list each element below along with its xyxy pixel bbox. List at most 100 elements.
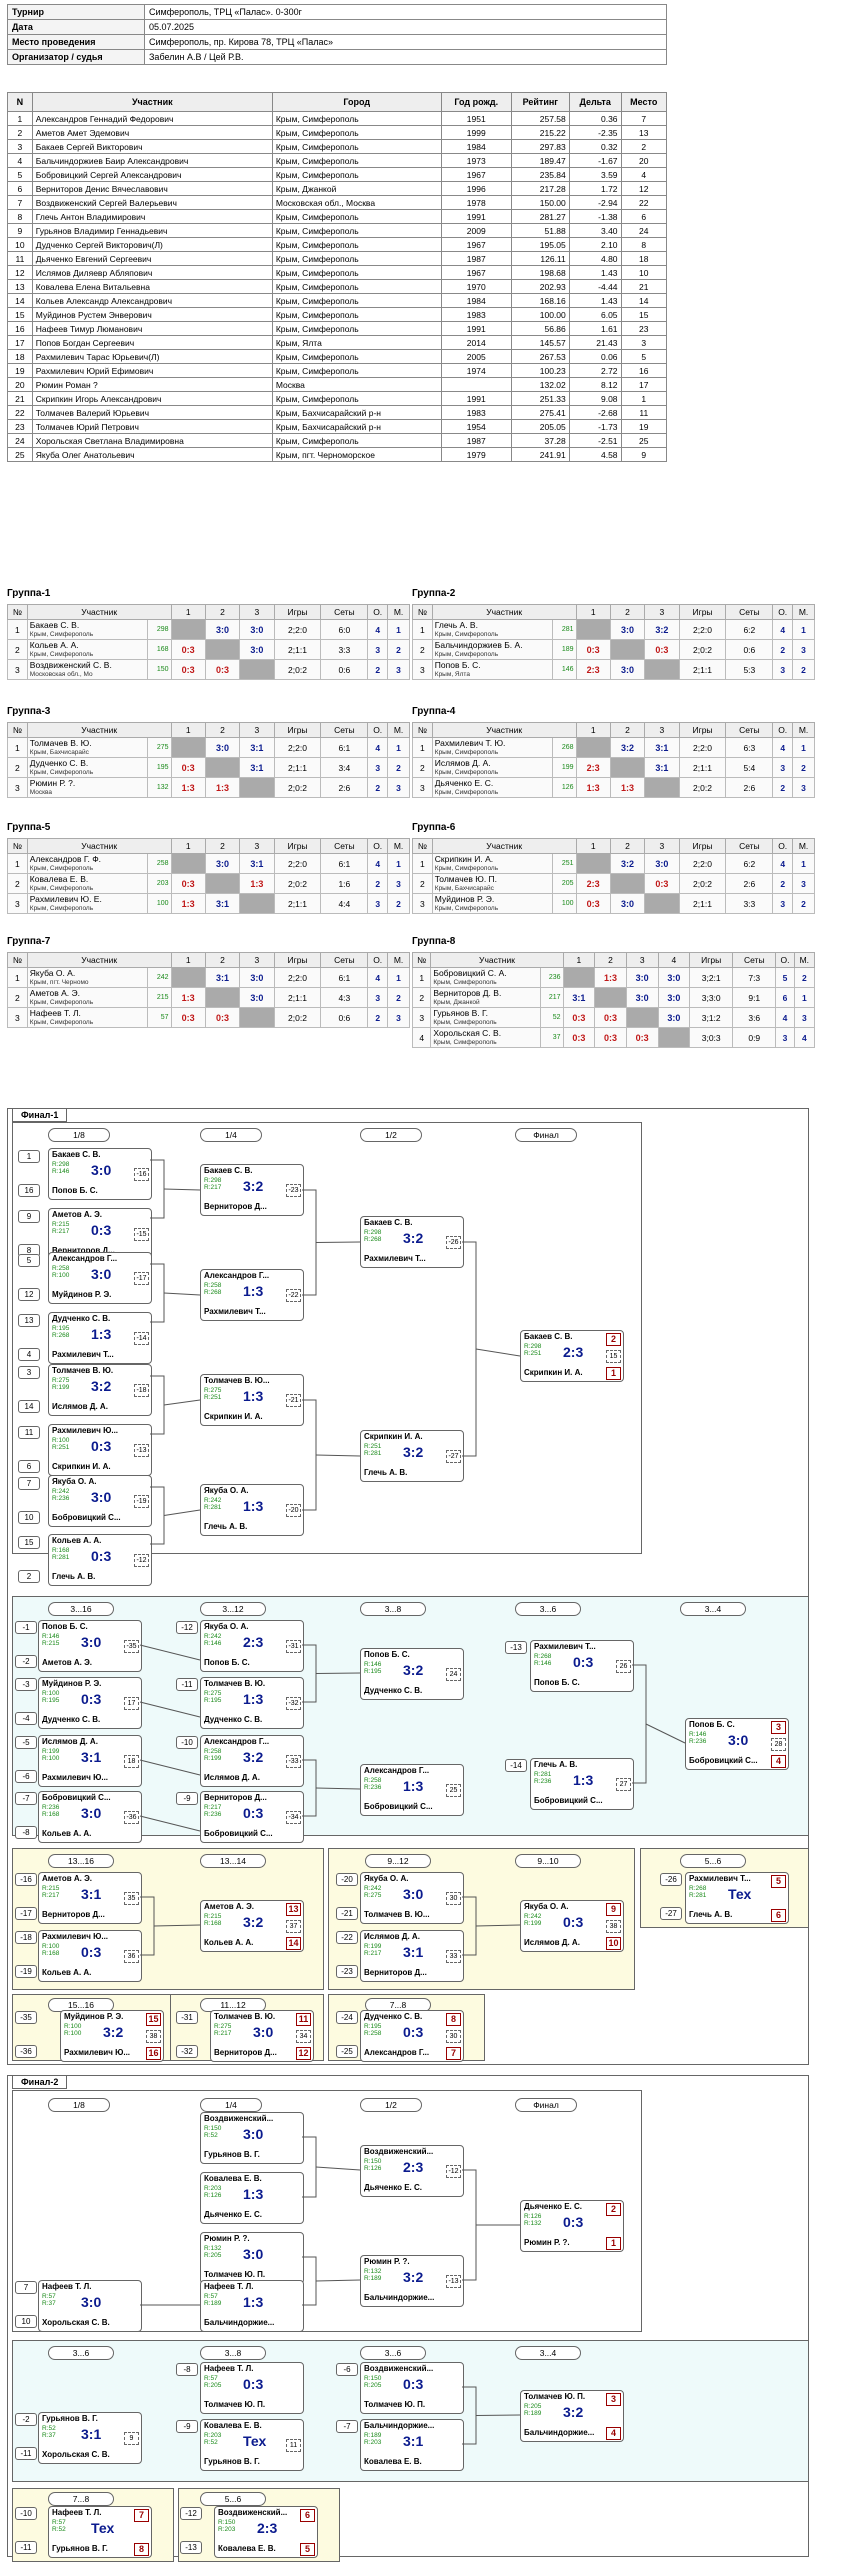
group-games: 2;1:1 [678,893,727,914]
place-1: 9 [606,1903,621,1916]
place-2: 4 [606,2427,621,2440]
match-player-2: Попов Б. С. [52,1186,98,1195]
group-player-rating: 251 [551,853,577,874]
match-score: 3:0 [91,1266,112,1282]
group-player-city: Крым, Симферополь [433,978,497,986]
group-player-rating: 242 [146,967,172,988]
match-score: 3:1 [81,2426,102,2442]
match-player-1: Нафеев Т. Л. [52,2508,102,2517]
seed-number: -11 [176,1678,198,1691]
group-result [204,639,241,660]
connector-line [462,1242,477,1457]
info-value: Забелин А.В / Цей Р.В. [144,49,667,65]
group-result: 0:3 [204,659,241,680]
group-sets: 0:6 [725,639,774,660]
group-result: 0:3 [562,1007,596,1028]
group-games: 2;0:2 [273,1007,322,1028]
group-points: 3 [367,639,389,660]
group-row-number: 2 [7,987,28,1008]
group-player-city: Крым, Симферополь [29,630,94,638]
match-score: 1:3 [243,2294,264,2310]
group-sets: 1:6 [320,873,369,894]
place-1: 2 [606,2203,621,2216]
connector-line [150,1376,165,1435]
connector-line [302,2257,317,2306]
match-score: 3:2 [563,2404,584,2420]
group-sets: 0:9 [732,1027,777,1048]
group-player-name: Дудченко С. В. [29,757,89,768]
column-header: Рейтинг [510,92,570,112]
group-result: 0:3 [204,1007,241,1028]
group-header: 1 [575,604,611,620]
round-label: 1/4 [200,1128,262,1142]
group-player-name: Бакаев С. В. [29,619,80,630]
match-player-1: Якуба О. А. [204,1622,249,1631]
group-header: 1 [170,952,206,968]
group-place: 3 [387,777,410,798]
group-player-city: Крым, Симферополь [434,864,499,872]
group-sets: 6:2 [725,853,774,874]
match-player-1: Гурьянов В. Г. [42,2414,98,2423]
group-player-city: Крым, Симферополь [433,1038,497,1046]
group-player: Дудченко С. В.Крым, Симферополь [26,757,148,778]
group-points: 2 [772,873,794,894]
match-player-2: Верниторов Д... [52,1246,115,1255]
group-player: Хорольская С. В.Крым, Симферополь [430,1027,542,1048]
connector-line [462,2169,477,2280]
match-number: 30 [446,1892,461,1905]
match-player-1: Воздвиженский... [204,2114,274,2123]
connector-line [150,1160,165,1219]
group-header: 3 [644,838,680,854]
connector-line [302,2136,317,2197]
seed-number: -32 [176,2045,198,2058]
group-place: 1 [387,967,410,988]
group-games: 2;0:2 [678,777,727,798]
match-player-2: Бобровицкий С... [689,1756,758,1765]
group-player-city: Крым, Бахчисарайс [434,884,494,892]
group-header: М. [792,838,815,854]
group-points: 3 [772,893,794,914]
match-number: -18 [134,1384,149,1397]
seed-number: -10 [176,1736,198,1749]
round-label: Финал [515,1128,577,1142]
group-row-number: 2 [412,639,433,660]
match-player-1: Рюмин Р. ?. [364,2257,410,2266]
group-player-rating: 205 [551,873,577,894]
match-number: 35 [124,1892,139,1905]
match-player-2: Глечь А. В. [364,1468,408,1477]
round-label: Финал [515,2098,577,2112]
group-player-name: Толмачев В. Ю. [29,737,92,748]
round-label: 1/8 [48,1128,110,1142]
group-header: Игры [689,952,734,968]
match-number: -23 [286,1184,301,1197]
match-player-1: Якуба О. А. [52,1477,97,1486]
group-header: Участник [26,604,172,620]
group-row-number: 2 [412,873,433,894]
match-score: 3:2 [91,1378,112,1394]
match-player-1: Толмачев В. Ю... [204,1376,270,1385]
group-place: 3 [387,1007,410,1028]
group-header: М. [792,604,815,620]
match-player-1: Нафеев Т. Л. [204,2364,254,2373]
bracket-title: Финал-1 [12,1108,68,1122]
match-player-1: Бальчиндоржие... [364,2421,435,2430]
group-games: 2;1:1 [273,893,322,914]
round-label: 3...4 [680,1602,746,1616]
group-header: Участник [431,722,577,738]
match-score: 1:3 [243,1283,264,1299]
